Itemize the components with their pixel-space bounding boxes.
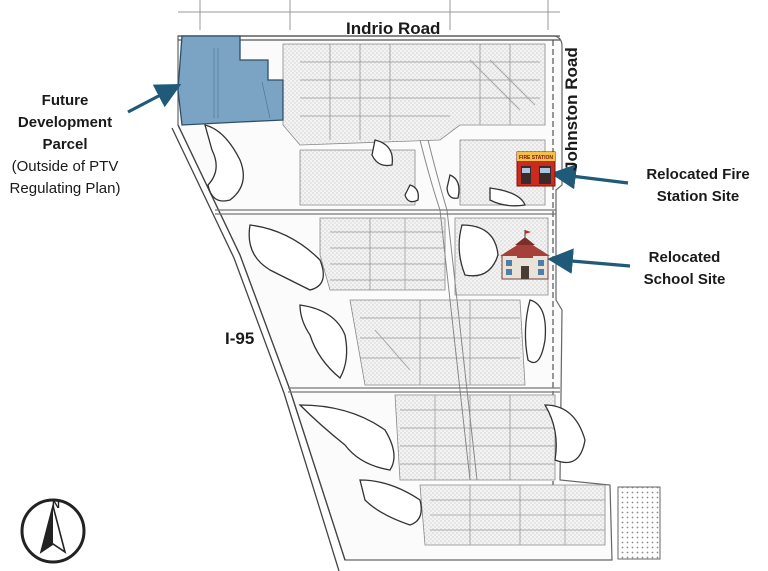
parcel-hatch [213,48,271,119]
school-arrow [547,248,631,274]
school-callout: Relocated School Site [622,247,747,291]
callout-arrows [127,84,631,274]
cross-roads [215,209,560,393]
fire-arrow [550,163,629,190]
indrio-road-line [178,35,560,41]
i95-label: I-95 [225,329,255,348]
fire-station-sign: FIRE STATION [519,155,553,161]
parcel-arrow [127,84,182,114]
parcel-title-line-1: Future [41,92,89,109]
future-development-parcel [177,35,284,126]
parcel-note-line-2: Regulating Plan) [9,180,121,197]
north-label: N [52,499,60,511]
indrio-road-label: Indrio Road [346,19,441,38]
future-parcel-callout: Future Development Parcel (Outside of PT… [0,90,130,200]
school-line-1: Relocated [648,249,721,266]
north-parcel-lines [178,0,560,30]
johnston-road-label: Johnston Road [562,47,581,171]
lakes [204,124,586,526]
parcel-title-line-2: Development [17,114,113,131]
school-line-2: School Site [643,271,726,288]
spine-road [419,139,478,481]
school-icon [500,230,550,280]
north-arrow-icon: N [20,498,86,564]
fire-station-icon: FIRE STATION [516,151,556,187]
parcel-note-line-1: (Outside of PTV [11,158,119,175]
street-grid [300,44,605,545]
fire-line-2: Station Site [656,188,740,205]
fire-station-callout: Relocated Fire Station Site [628,164,768,208]
parcel-title-line-3: Parcel [42,136,88,153]
fire-line-1: Relocated Fire [646,166,750,183]
dotted-parcel [617,486,661,560]
